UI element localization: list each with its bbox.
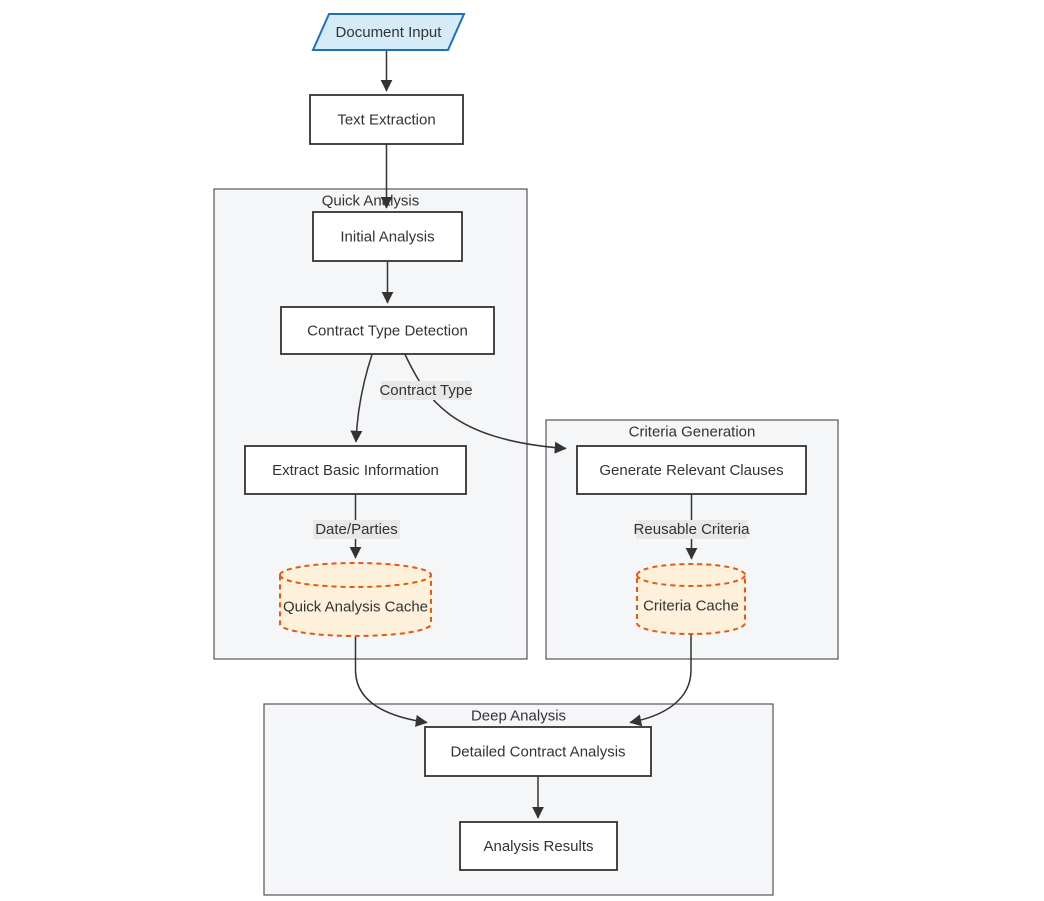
quick-analysis-cache-shape	[279, 562, 432, 637]
generate-relevant-clauses-label: Generate Relevant Clauses	[599, 462, 783, 479]
initial-analysis-shape	[312, 211, 463, 262]
analysis-results-shape	[459, 821, 618, 871]
edge-criteria-cache-to-detailed-contract-analysis	[629, 634, 692, 727]
subgraph-deep-analysis-title: Deep Analysis	[471, 708, 566, 725]
initial-analysis-label: Initial Analysis	[340, 229, 434, 246]
quick-analysis-cache-top-ellipse	[279, 574, 432, 588]
contract-type-detection-shape	[280, 306, 495, 355]
text-extraction-shape	[309, 94, 464, 145]
node-detailed-contract-analysis: Detailed Contract Analysis	[424, 726, 652, 777]
detailed-contract-analysis-shape	[424, 726, 652, 777]
quick-analysis-cache-label: Quick Analysis Cache	[283, 599, 428, 616]
analysis-results-label: Analysis Results	[483, 838, 593, 855]
node-quick-analysis-cache: Quick Analysis Cache	[279, 562, 432, 637]
node-document-input: Document Input	[311, 13, 466, 51]
edges	[349, 50, 698, 819]
edge-label-contract-type-text: Contract Type	[379, 382, 472, 399]
edge-contract-type-detection-to-extract-basic-information	[350, 354, 373, 443]
node-initial-analysis: Initial Analysis	[312, 211, 463, 262]
subgraph-quick-analysis-title: Quick Analysis	[322, 193, 420, 210]
edge-label-contract-type: Contract Type	[379, 381, 473, 400]
edge-label-reusable-criteria-bg	[636, 520, 747, 539]
node-text-extraction: Text Extraction	[309, 94, 464, 145]
node-analysis-results: Analysis Results	[459, 821, 618, 871]
text-extraction-label: Text Extraction	[337, 112, 435, 129]
edge-label-reusable-criteria: Reusable Criteria	[634, 520, 751, 539]
edge-label-date-parties-text: Date/Parties	[315, 521, 398, 538]
generate-relevant-clauses-shape	[576, 445, 807, 495]
edge-quick-analysis-cache-to-detailed-contract-analysis	[354, 636, 428, 727]
node-extract-basic-information: Extract Basic Information	[244, 445, 467, 495]
contract-type-detection-label: Contract Type Detection	[307, 323, 468, 340]
edge-label-date-parties-bg	[313, 520, 400, 539]
node-criteria-cache: Criteria Cache	[636, 563, 746, 635]
edge-label-reusable-criteria-text: Reusable Criteria	[634, 521, 751, 538]
node-generate-relevant-clauses: Generate Relevant Clauses	[576, 445, 807, 495]
edge-label-date-parties: Date/Parties	[313, 520, 400, 539]
edge-label-contract-type-bg	[381, 381, 471, 400]
criteria-cache-top-ellipse	[636, 574, 746, 587]
detailed-contract-analysis-label: Detailed Contract Analysis	[450, 744, 625, 761]
criteria-cache-shape	[636, 563, 746, 635]
document-input-label: Document Input	[336, 24, 443, 41]
document-input-shape	[311, 13, 466, 51]
extract-basic-information-label: Extract Basic Information	[272, 462, 439, 479]
edge-contract-type-detection-to-generate-relevant-clauses	[404, 354, 567, 454]
subgraph-criteria-generation-title: Criteria Generation	[629, 424, 756, 441]
node-contract-type-detection: Contract Type Detection	[280, 306, 495, 355]
criteria-cache-label: Criteria Cache	[643, 598, 739, 615]
extract-basic-information-shape	[244, 445, 467, 495]
